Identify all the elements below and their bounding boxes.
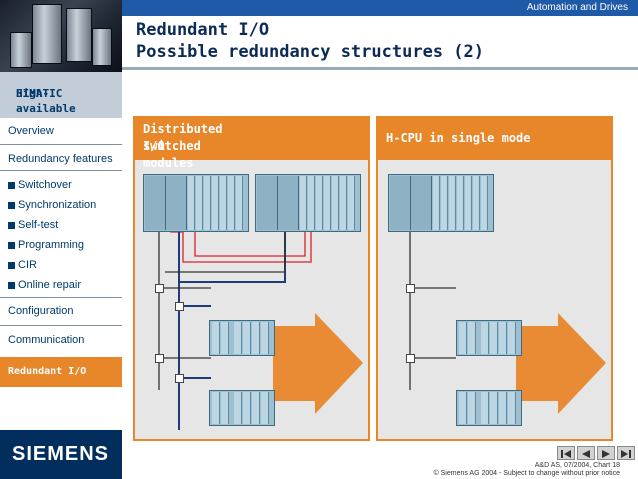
sidebar-divider xyxy=(0,297,122,298)
sidebar-item-synchronization[interactable]: Synchronization xyxy=(0,199,122,217)
bullet-square-icon xyxy=(8,182,15,189)
sidebar-item-label: Switchover xyxy=(18,179,72,191)
logo-text: SIEMENS xyxy=(12,443,110,465)
sidebar-item-communication[interactable]: Communication xyxy=(0,332,122,356)
plc-rack-a xyxy=(143,174,249,232)
sidebar-item-overview[interactable]: Overview xyxy=(0,122,122,146)
title-separator xyxy=(122,67,638,70)
sidebar-item-switchover[interactable]: Switchover xyxy=(0,179,122,197)
arrow-shape xyxy=(516,313,606,414)
siemens-logo: SIEMENS xyxy=(0,430,122,479)
first-page-icon[interactable] xyxy=(557,446,575,460)
prev-page-icon[interactable] xyxy=(577,446,595,460)
arrow-shape xyxy=(273,313,363,414)
sidebar-item-redundancy-features[interactable]: Redundancy features xyxy=(0,150,122,172)
sidebar-item-configuration[interactable]: Configuration xyxy=(0,303,122,327)
sidebar-item-label: CIR xyxy=(18,259,37,271)
bullet-square-icon xyxy=(8,202,15,209)
bullet-square-icon xyxy=(8,222,15,229)
header-photo xyxy=(0,0,122,72)
title-line-1: Redundant I/O xyxy=(136,20,270,40)
sidebar-item-label: Redundant I/O xyxy=(8,366,87,377)
chart-reference: A&D AS, 07/2004, Chart 18 xyxy=(534,462,620,469)
copyright-notice: © Siemens AG 2004 - Subject to change wi… xyxy=(433,470,620,477)
sidebar-item-redundant-io[interactable]: Redundant I/O xyxy=(0,357,122,387)
bus-node xyxy=(406,354,415,363)
bus-node xyxy=(155,354,164,363)
panel-header: H-CPU in single mode xyxy=(378,118,611,160)
title-line-2: Possible redundancy structures (2) xyxy=(136,42,484,62)
sidebar-item-label: Overview xyxy=(8,125,54,137)
bullet-square-icon xyxy=(8,262,15,269)
last-page-icon[interactable] xyxy=(617,446,635,460)
page-title: Redundant I/O Possible redundancy struct… xyxy=(122,16,638,68)
io-station-2 xyxy=(456,390,522,426)
bus-node xyxy=(175,374,184,383)
io-station-1 xyxy=(456,320,522,356)
sidebar-item-label: Redundancy features xyxy=(8,153,113,165)
sidebar-divider xyxy=(0,325,122,326)
plc-rack-b xyxy=(255,174,361,232)
sidebar-item-label: Configuration xyxy=(8,305,74,317)
sidebar-item-cir[interactable]: CIR xyxy=(0,259,122,277)
bus-node xyxy=(175,302,184,311)
sidebar-item-programming[interactable]: Programming xyxy=(0,239,122,257)
sidebar-divider xyxy=(0,170,122,171)
bus-node xyxy=(406,284,415,293)
panel-hcpu-single-mode: H-CPU in single mode xyxy=(376,116,613,441)
io-station-1 xyxy=(209,320,275,356)
next-page-icon[interactable] xyxy=(597,446,615,460)
bullet-square-icon xyxy=(8,282,15,289)
plc-rack-h xyxy=(388,174,494,232)
sidebar-item-online-repair[interactable]: Online repair xyxy=(0,279,122,297)
sidebar-item-label: Communication xyxy=(8,334,85,346)
brand-bar: Automation and Drives xyxy=(122,0,638,16)
bus-node xyxy=(155,284,164,293)
sidebar-item-self-test[interactable]: Self-test xyxy=(0,219,122,237)
io-station-2 xyxy=(209,390,275,426)
brand-bar-text: Automation and Drives xyxy=(526,2,628,13)
sidebar-item-label: Programming xyxy=(18,239,85,251)
bullet-square-icon xyxy=(8,242,15,249)
sidebar-item-label: Self-test xyxy=(18,219,59,231)
sidebar-divider xyxy=(0,144,122,145)
sidebar-item-label: Synchronization xyxy=(18,199,97,211)
panel-title: H-CPU in single mode xyxy=(386,131,531,145)
sidebar-item-label: Online repair xyxy=(18,279,81,291)
